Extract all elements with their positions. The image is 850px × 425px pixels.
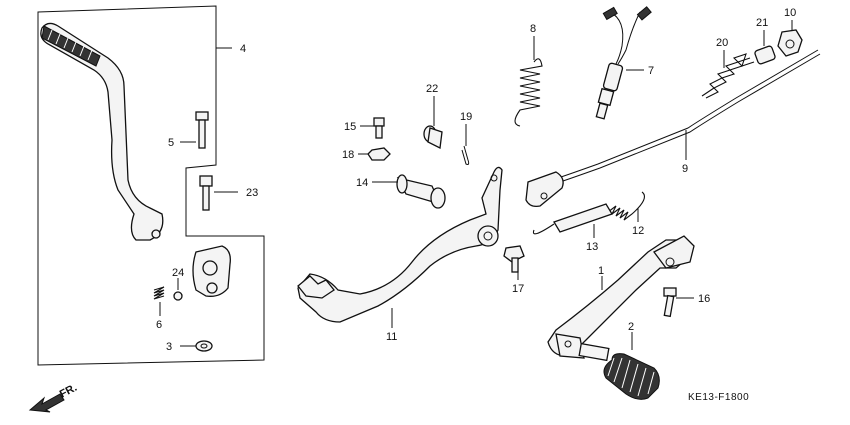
callout-17: 17 [512,283,524,295]
pin-part-22[interactable] [423,125,443,149]
brake-rod-part-9[interactable] [525,49,821,208]
callout-23: 23 [246,187,258,199]
kick-starter-arm[interactable] [40,22,164,241]
leader-lines [159,20,793,350]
bolt-part-17[interactable] [503,245,525,273]
ball-part-24[interactable] [173,291,183,301]
kick-pivot-bracket[interactable] [192,245,231,297]
bolt-part-16[interactable] [663,287,677,318]
kick-starter-group-outline [37,5,265,366]
callout-5: 5 [168,137,174,149]
stop-switch-part-7[interactable] [595,6,652,120]
callout-16: 16 [698,293,710,305]
callout-1: 1 [598,265,604,277]
spring-part-12[interactable] [607,191,645,221]
callout-7: 7 [648,65,654,77]
callout-11: 11 [386,331,397,343]
callout-2: 2 [628,321,634,333]
bolt-part-5[interactable] [195,111,209,149]
spring-part-8[interactable] [514,58,543,127]
callout-13: 13 [586,241,598,253]
nut-part-18[interactable] [367,147,391,161]
brake-pedal-part-11[interactable] [297,166,503,323]
callout-15: 15 [344,121,356,133]
bolt-part-15[interactable] [373,117,385,139]
adjusting-nut-part-10[interactable] [777,29,803,57]
rubber-part-2[interactable] [578,342,660,400]
callout-14: 14 [356,177,368,189]
callout-19: 19 [460,111,472,123]
direction-label: FR. [58,382,79,401]
bolt-part-23[interactable] [199,175,213,211]
callout-6: 6 [156,319,162,331]
callout-12: 12 [632,225,644,237]
gearshift-pedal-part-1[interactable] [547,235,695,359]
callout-22: 22 [426,83,438,95]
cotter-pin-part-19[interactable] [461,145,470,165]
callout-10: 10 [784,7,796,19]
pivot-shaft-part-14[interactable] [396,174,446,209]
spring-part-6[interactable] [153,286,165,300]
spring-part-20[interactable] [701,53,755,99]
callout-18: 18 [342,149,354,161]
callout-3: 3 [166,341,172,353]
diagram-code: KE13-F1800 [688,392,749,403]
front-direction-arrow: FR. [28,382,79,413]
callout-21: 21 [756,17,768,29]
collar-part-21[interactable] [754,45,776,65]
callout-8: 8 [530,23,536,35]
callout-20: 20 [716,37,728,49]
spring-part-13[interactable] [532,203,613,235]
callout-4: 4 [240,43,246,55]
callout-24: 24 [172,267,184,279]
clip-part-3[interactable] [195,340,213,352]
callout-9: 9 [682,163,688,175]
